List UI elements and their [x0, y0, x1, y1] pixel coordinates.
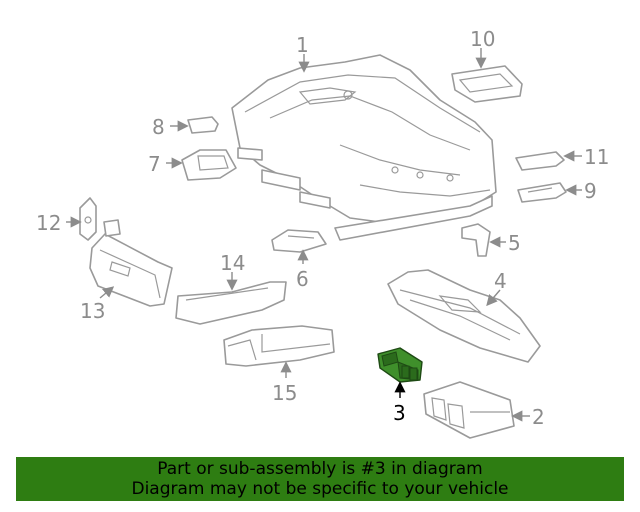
part-11 — [515, 151, 565, 171]
part-14 — [175, 281, 287, 325]
info-banner: Part or sub-assembly is #3 in diagram Di… — [16, 457, 624, 501]
callout-8: 8 — [152, 115, 165, 139]
callout-14: 14 — [220, 251, 245, 275]
part-2 — [423, 381, 515, 439]
callout-1: 1 — [296, 33, 309, 57]
callout-2: 2 — [532, 405, 545, 429]
part-10 — [451, 65, 523, 103]
callout-3: 3 — [393, 401, 406, 425]
banner-line-1: Part or sub-assembly is #3 in diagram — [157, 459, 483, 479]
part-6 — [271, 229, 327, 253]
callout-11: 11 — [584, 145, 609, 169]
callout-13: 13 — [80, 299, 105, 323]
part-4 — [387, 269, 541, 363]
part-13 — [89, 219, 173, 307]
part-1-seat-frame — [231, 54, 497, 241]
callout-5: 5 — [508, 231, 521, 255]
callout-4: 4 — [494, 269, 507, 293]
callout-9: 9 — [584, 179, 597, 203]
callout-7: 7 — [148, 152, 161, 176]
part-12 — [79, 197, 97, 241]
part-7 — [181, 149, 237, 181]
callout-10: 10 — [470, 27, 495, 51]
part-8 — [187, 116, 219, 134]
callout-6: 6 — [296, 267, 309, 291]
part-15 — [223, 325, 335, 367]
part-3-highlighted[interactable] — [377, 347, 423, 383]
callout-12: 12 — [36, 211, 61, 235]
parts-diagram: 1 10 8 7 11 9 12 13 — [36, 27, 609, 439]
callout-15: 15 — [272, 381, 297, 405]
part-9 — [517, 182, 567, 203]
banner-line-2: Diagram may not be specific to your vehi… — [131, 479, 509, 499]
part-5 — [461, 223, 491, 257]
